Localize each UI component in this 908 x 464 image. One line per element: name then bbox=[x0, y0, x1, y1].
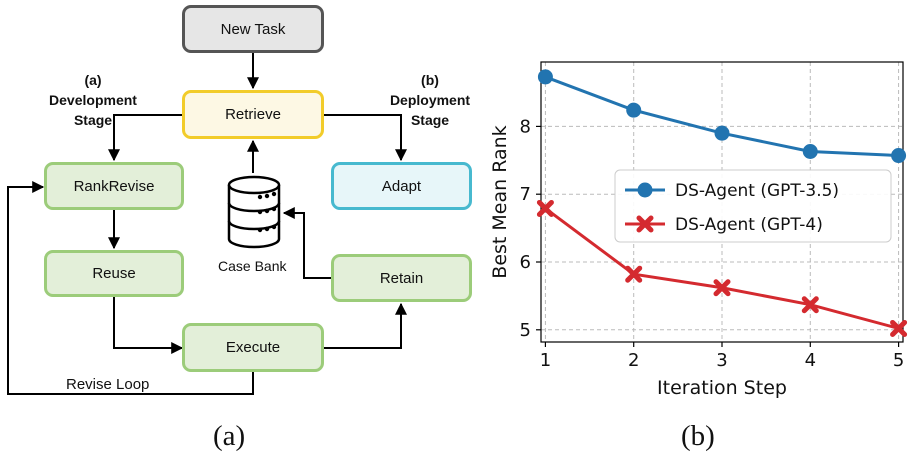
legend-label-2: DS-Agent (GPT-4) bbox=[675, 215, 823, 235]
x-tick-label-3: 3 bbox=[716, 350, 727, 371]
stage-b-label: (b) Deployment Stage bbox=[368, 70, 492, 130]
caption-left: (a) bbox=[213, 420, 246, 452]
x-tick-label-2: 2 bbox=[628, 350, 639, 371]
caption-right: (b) bbox=[681, 420, 715, 452]
revise-loop-line bbox=[7, 181, 254, 395]
series-1-point-2 bbox=[626, 102, 642, 118]
node-new-task: New Task bbox=[182, 5, 324, 53]
series-1-point-4 bbox=[802, 143, 818, 159]
arrow-reuse-execute bbox=[113, 297, 184, 354]
legend-label-1: DS-Agent (GPT-3.5) bbox=[675, 181, 839, 201]
series-2-point-2 bbox=[625, 265, 643, 283]
node-rank-revise: RankRevise bbox=[44, 162, 184, 210]
series-1-point-5 bbox=[891, 148, 907, 164]
series-1-point-1 bbox=[537, 69, 553, 85]
series-2-point-1 bbox=[536, 199, 554, 217]
stage-a-tag: (a) bbox=[84, 72, 102, 88]
series-line-1 bbox=[544, 75, 899, 158]
series-1-point-3 bbox=[714, 125, 730, 141]
stage-a-line2: Stage bbox=[73, 112, 113, 128]
database-icon bbox=[227, 175, 281, 249]
series-2-point-5 bbox=[890, 319, 908, 337]
y-axis-label: Best Mean Rank bbox=[489, 125, 511, 278]
legend-marker-1 bbox=[637, 182, 653, 198]
stage-b-tag: (b) bbox=[421, 72, 439, 88]
y-tick-label-6: 6 bbox=[520, 252, 531, 273]
y-tick-label-8: 8 bbox=[520, 116, 531, 137]
x-tick-label-5: 5 bbox=[893, 350, 904, 371]
arrow-execute-retain bbox=[323, 302, 407, 349]
node-execute: Execute bbox=[182, 323, 324, 372]
node-adapt: Adapt bbox=[331, 162, 472, 210]
y-tick-label-7: 7 bbox=[520, 184, 531, 205]
revise-loop-label: Revise Loop bbox=[66, 376, 150, 393]
stage-b-line2: Stage bbox=[410, 112, 450, 128]
arrow-retain-casebank bbox=[282, 207, 332, 279]
series-2-point-4 bbox=[801, 296, 819, 314]
stage-b-line1: Deployment bbox=[389, 92, 471, 108]
arrow-retrieve-adapt bbox=[324, 114, 407, 162]
x-axis-label: Iteration Step bbox=[657, 377, 787, 399]
y-tick-label-5: 5 bbox=[520, 320, 531, 341]
node-reuse: Reuse bbox=[44, 250, 184, 297]
x-tick-label-4: 4 bbox=[805, 350, 816, 371]
x-tick-label-1: 1 bbox=[540, 350, 551, 371]
series-2-point-3 bbox=[713, 279, 731, 297]
stage-a-line1: Development bbox=[49, 92, 137, 108]
arrow-retrieve-rankrevise bbox=[108, 114, 182, 162]
legend-box bbox=[614, 169, 892, 243]
node-retrieve: Retrieve bbox=[182, 90, 324, 139]
stage-a-label: (a) Development Stage bbox=[28, 70, 158, 130]
node-retain: Retain bbox=[331, 254, 472, 302]
case-bank-label: Case Bank bbox=[218, 258, 287, 274]
legend-marker-2 bbox=[636, 215, 654, 233]
